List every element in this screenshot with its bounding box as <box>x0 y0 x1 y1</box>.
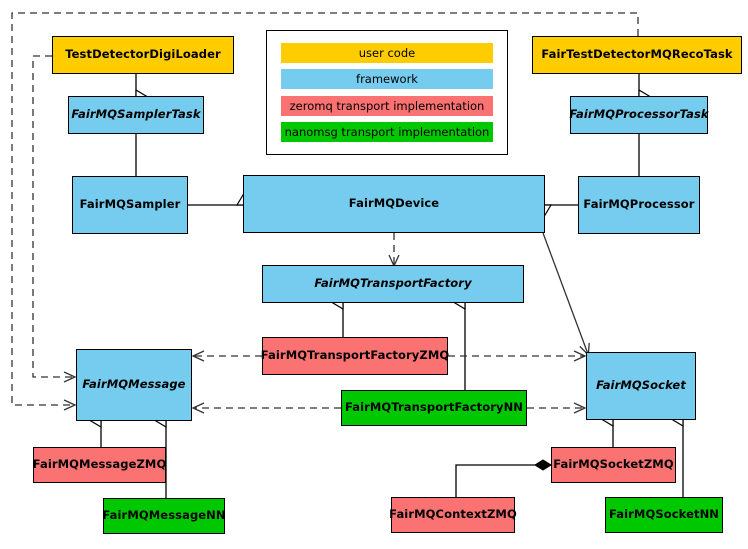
class-box-fairmqtransportfactoryzmq[interactable]: FairMQTransportFactoryZMQ <box>260 337 450 375</box>
legend-item-zeromq: zeromq transport implementation <box>281 95 493 116</box>
class-label: FairMQProcessorTask <box>569 107 709 122</box>
class-label: FairMQMessage <box>82 377 186 392</box>
legend-label: user code <box>358 46 416 61</box>
edge-device-socket <box>542 232 588 354</box>
class-label: FairMQMessageZMQ <box>32 457 167 472</box>
class-box-fairmqsocketnn[interactable]: FairMQSocketNN <box>605 497 723 533</box>
class-box-fairmqprocessortask[interactable]: FairMQProcessorTask <box>569 96 709 134</box>
class-label: FairMQSocketNN <box>608 507 720 522</box>
class-label: FairMQSocketZMQ <box>553 457 674 472</box>
class-label: FairMQTransportFactoryNN <box>344 400 524 415</box>
class-label: FairMQDevice <box>348 196 440 211</box>
legend-label: framework <box>356 72 418 87</box>
class-label: FairMQMessageNN <box>102 508 226 523</box>
class-label: FairMQTransportFactoryZMQ <box>260 348 450 363</box>
legend-item-user-code: user code <box>281 43 493 64</box>
class-box-fairtestdetectormqrecotask[interactable]: FairTestDetectorMQRecoTask <box>532 36 742 74</box>
legend-item-nanomsg: nanomsg transport implementation <box>281 121 493 142</box>
class-label: FairTestDetectorMQRecoTask <box>541 47 733 62</box>
class-box-fairmqcontextzmq[interactable]: FairMQContextZMQ <box>389 497 517 533</box>
class-label: FairMQSamplerTask <box>71 107 201 122</box>
class-box-fairmqmessagenn[interactable]: FairMQMessageNN <box>102 498 226 534</box>
class-box-fairmqdevice[interactable]: FairMQDevice <box>243 175 545 233</box>
legend-label: nanomsg transport implementation <box>284 124 490 139</box>
class-box-fairmqtransportfactorynn[interactable]: FairMQTransportFactoryNN <box>341 390 527 426</box>
class-box-fairmqprocessor[interactable]: FairMQProcessor <box>578 176 700 234</box>
class-label: TestDetectorDigiLoader <box>65 47 221 62</box>
class-box-fairmqsocketzmq[interactable]: FairMQSocketZMQ <box>551 447 676 483</box>
class-label: FairMQTransportFactory <box>314 276 472 291</box>
class-label: FairMQSampler <box>79 197 181 212</box>
class-box-testdetectordigiloader[interactable]: TestDetectorDigiLoader <box>52 36 234 74</box>
edge-socketzmq-contextzmq <box>455 459 552 497</box>
legend-item-framework: framework <box>281 69 493 90</box>
class-box-fairmqsamplertask[interactable]: FairMQSamplerTask <box>68 96 204 134</box>
class-label: FairMQSocket <box>596 378 686 393</box>
class-label: FairMQContextZMQ <box>389 507 517 522</box>
legend-label: zeromq transport implementation <box>289 98 485 113</box>
class-box-fairmqsocket[interactable]: FairMQSocket <box>586 352 696 420</box>
class-box-fairmqmessagezmq[interactable]: FairMQMessageZMQ <box>33 447 166 483</box>
color-legend: user code framework zeromq transport imp… <box>266 30 508 155</box>
class-box-fairmqsampler[interactable]: FairMQSampler <box>72 176 188 234</box>
class-box-fairmqmessage[interactable]: FairMQMessage <box>76 349 192 421</box>
class-label: FairMQProcessor <box>583 197 695 212</box>
class-box-fairmqtransportfactory[interactable]: FairMQTransportFactory <box>262 265 524 303</box>
